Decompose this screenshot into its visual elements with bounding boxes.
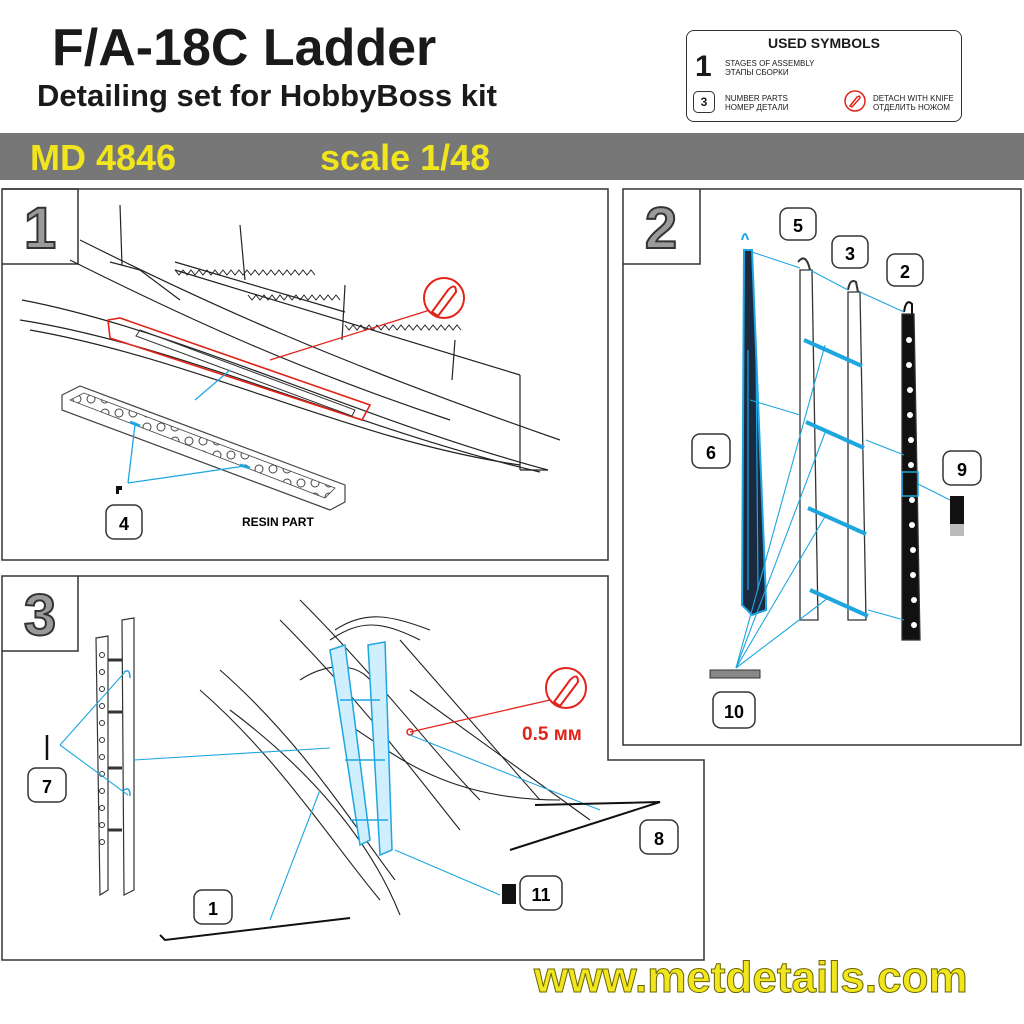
part-11-tag: 11 [519, 875, 563, 911]
used-symbols-legend: USED SYMBOLS 1 STAGES OF ASSEMBLY ЭТАПЫ … [686, 30, 962, 122]
stage-3-number: 3 [24, 583, 56, 648]
legend-stage-text: STAGES OF ASSEMBLY ЭТАПЫ СБОРКИ [725, 59, 815, 77]
legend-knife-en: DETACH WITH KNIFE [873, 94, 954, 103]
part-7-tag: 7 [27, 767, 67, 803]
part-3-tag: 3 [831, 235, 869, 269]
part-2-holes [906, 337, 917, 628]
legend-knife-text: DETACH WITH KNIFE ОТДЕЛИТЬ НОЖОМ [873, 94, 954, 112]
panel-serrations [174, 269, 462, 331]
page-subtitle: Detailing set for HobbyBoss kit [37, 78, 497, 113]
stage-1-number: 1 [24, 196, 56, 261]
svg-text:10: 10 [724, 702, 744, 722]
ladder-installed [329, 641, 393, 857]
part-10-tag: 10 [712, 691, 756, 729]
stage-3-panel: 3 [1, 575, 705, 961]
legend-part-text: NUMBER PARTS НОМЕР ДЕТАЛИ [725, 94, 788, 112]
svg-text:7: 7 [42, 777, 52, 797]
leader-lines-3 [59, 671, 601, 921]
product-code: MD 4846 [30, 137, 177, 178]
svg-text:2: 2 [900, 262, 910, 282]
resin-part-label: RESIN PART [242, 515, 314, 529]
stage-symbol: 1 [695, 50, 712, 83]
stage-1-panel: 1 [1, 188, 609, 561]
svg-text:11: 11 [531, 885, 550, 905]
product-band [0, 133, 1024, 180]
recess-opening [135, 329, 356, 417]
knife-icon [545, 667, 587, 709]
page-title: F/A-18C Ladder [52, 19, 437, 77]
part-5-rail [799, 269, 819, 621]
svg-text:1: 1 [208, 899, 218, 919]
legend-title: USED SYMBOLS [767, 35, 880, 51]
legend-stage-ru: ЭТАПЫ СБОРКИ [725, 68, 789, 77]
part-9-tag: 9 [942, 450, 982, 486]
part-2-tag: 2 [886, 253, 924, 287]
part-5-tag: 5 [779, 207, 817, 241]
legend-stage-en: STAGES OF ASSEMBLY [725, 59, 815, 68]
part-1-tag: 1 [193, 889, 233, 925]
stage-2-number: 2 [645, 196, 677, 261]
part-1-rod [159, 917, 351, 942]
cut-note: 0.5 мм [522, 724, 582, 745]
knife-icon [423, 277, 465, 319]
part-2-rail [901, 313, 921, 641]
part-4-shape [116, 486, 122, 494]
svg-text:9: 9 [957, 460, 967, 480]
legend-part-ru: НОМЕР ДЕТАЛИ [725, 103, 789, 112]
svg-text:3: 3 [845, 244, 855, 264]
fuselage-lines [19, 204, 561, 473]
part-6-slots [747, 349, 759, 591]
svg-text:6: 6 [706, 443, 716, 463]
part-8-rod [509, 801, 661, 851]
website-link[interactable]: www.metdetails.com [534, 953, 969, 1003]
part-3-rail [847, 291, 867, 621]
part-4-label: 4 [119, 514, 129, 534]
knife-icon [844, 90, 866, 112]
legend-part-en: NUMBER PARTS [725, 94, 788, 103]
rungs [803, 338, 869, 618]
part-8-tag: 8 [639, 819, 679, 855]
part-6-tag: 6 [691, 433, 731, 469]
leader-lines-2 [735, 251, 951, 669]
svg-text:8: 8 [654, 829, 664, 849]
part-symbol: 3 [693, 91, 715, 113]
stage-2-panel: 2 [622, 188, 1022, 746]
product-scale: scale 1/48 [320, 137, 491, 178]
legend-knife-ru: ОТДЕЛИТЬ НОЖОМ [873, 103, 950, 112]
svg-text:5: 5 [793, 216, 803, 236]
recess-outline [107, 317, 372, 421]
